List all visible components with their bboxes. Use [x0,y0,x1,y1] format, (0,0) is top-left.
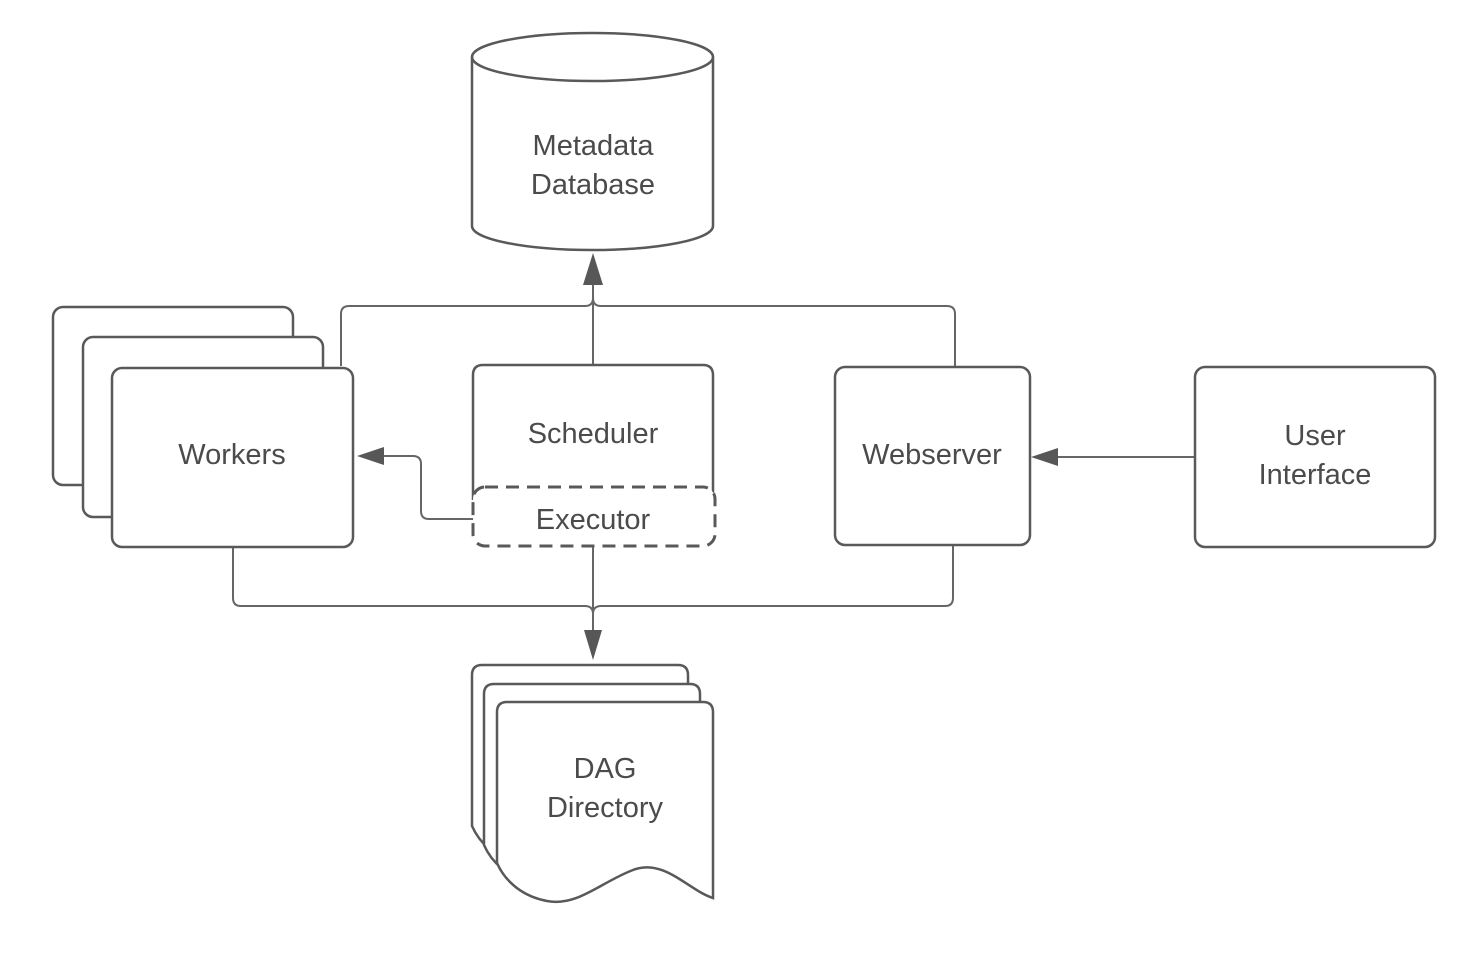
arrowhead-into-dag-directory [584,630,602,660]
arrowhead-into-workers [357,447,384,465]
edge-workers-to-dag-directory [232,547,594,615]
arrowhead-into-webserver [1031,448,1058,466]
scheduler-box [471,363,715,500]
webserver-box [833,365,1032,547]
edge-webserver-to-dag-directory [592,546,954,615]
edge-webserver-to-metadata-db [592,297,956,366]
workers-box [110,366,355,549]
executor-label: Executor [535,504,651,536]
edge-workers-to-metadata-db [340,297,594,366]
scheduler-label: Scheduler [527,418,659,450]
arrowhead-into-metadata-db [583,253,603,285]
dag-directory-label: DAG Directory [546,753,663,824]
edge-executor-to-workers [383,455,473,520]
metadata-database-label: Metadata Database [530,130,656,201]
webserver-label: Webserver [862,439,1002,471]
metadata-database-cylinder [470,31,715,252]
workers-label: Workers [178,439,286,471]
executor-dashed-box [471,485,717,548]
user-interface-box [1193,365,1437,549]
dag-directory-doc-front [495,700,715,904]
user-interface-label: User Interface [1258,420,1372,491]
